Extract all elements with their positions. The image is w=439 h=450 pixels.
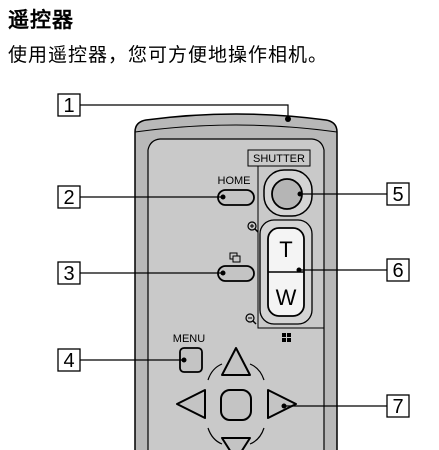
control-down-button[interactable] [221,437,251,450]
section-description: 使用遥控器，您可方便地操作相机。 [8,44,329,66]
callout-number-7: 7 [392,396,403,418]
menu-label: MENU [173,333,205,345]
control-right-button[interactable] [267,389,297,419]
zoom-wide-label: W [276,285,297,310]
section-title: 遥控器 [8,8,74,32]
slideshow-icon [229,252,241,263]
callout-number-1: 1 [63,95,74,117]
zoom-out-icon [245,313,257,325]
home-label: HOME [218,175,251,187]
callout-number-6: 6 [392,260,403,282]
control-left-button[interactable] [176,389,206,419]
control-center-button[interactable] [220,389,252,421]
callout-number-5: 5 [392,184,403,206]
remote-top-band [134,124,338,133]
shutter-label: SHUTTER [253,153,305,165]
callout-number-2: 2 [63,187,74,209]
callout-number-4: 4 [63,350,74,372]
control-up-button[interactable] [221,347,251,376]
index-icon [282,333,291,342]
zoom-tele-label: T [279,237,292,262]
callout-line-1 [80,104,289,119]
zoom-in-icon [247,221,259,233]
callout-number-3: 3 [63,263,74,285]
shutter-label-box [247,149,311,167]
